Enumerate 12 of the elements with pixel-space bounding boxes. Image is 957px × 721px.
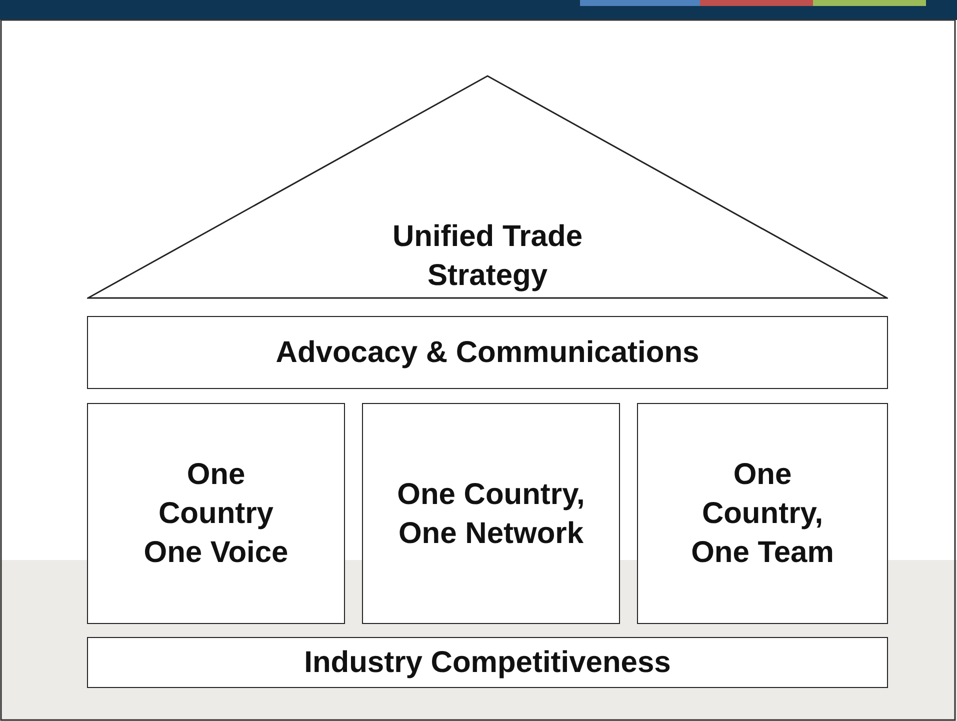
node-label: Industry Competitiveness <box>304 645 671 681</box>
roof-triangle <box>87 75 888 299</box>
node-label: Unified Trade Strategy <box>391 219 584 294</box>
pillar-box <box>637 403 888 624</box>
foundation-box <box>87 637 888 688</box>
pillar-box <box>362 403 620 624</box>
node-label: One Country, One Team <box>690 457 835 571</box>
pillar-box <box>87 403 345 624</box>
node-label: Advocacy & Communications <box>276 335 700 371</box>
node-label: One Country One Voice <box>142 457 290 571</box>
node-label: One Country, One Network <box>396 476 586 552</box>
beam-box <box>87 316 888 389</box>
